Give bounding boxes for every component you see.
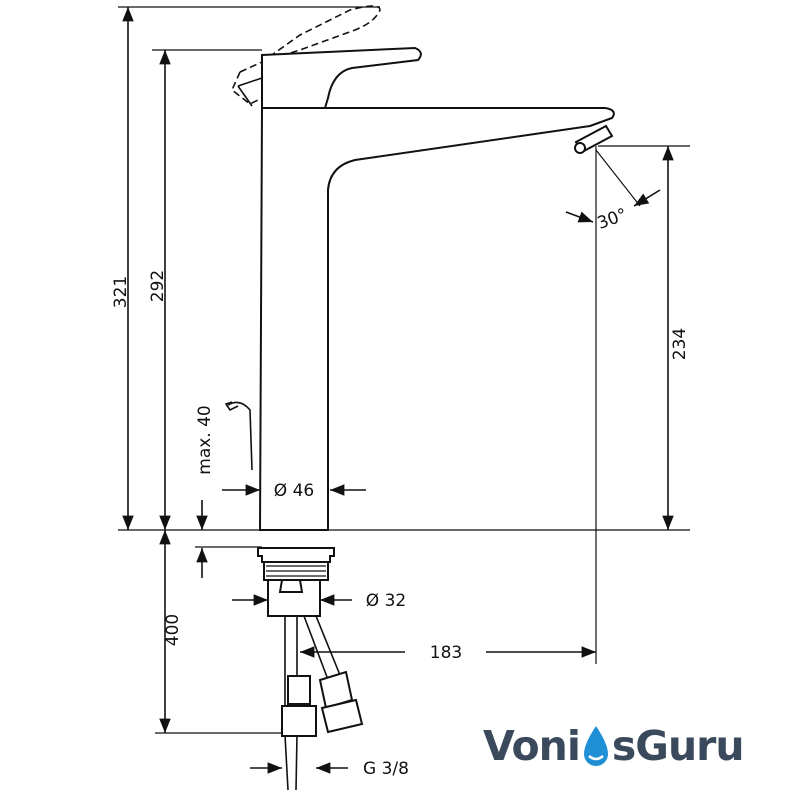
logo-text-part2: sGuru (611, 722, 745, 770)
dim-body-diameter: Ø 46 (274, 481, 314, 501)
dim-max-plate: max. 40 (195, 405, 215, 474)
dim-spout-angle: 30° (595, 205, 630, 234)
dim-reach: 183 (430, 643, 462, 663)
logo-text-part1: Voni (483, 722, 581, 770)
dim-mount-diameter: Ø 32 (366, 591, 406, 611)
dimension-arrows (122, 6, 674, 774)
dim-hose-length: 400 (163, 614, 183, 646)
dim-total-height: 321 (111, 276, 131, 308)
faucet-outline (224, 5, 615, 791)
dim-spout-height: 292 (148, 270, 168, 302)
water-drop-icon (580, 724, 612, 768)
dim-thread: G 3/8 (363, 759, 409, 779)
vonios-guru-logo: Voni sGuru (483, 722, 745, 782)
dim-outlet-height: 234 (670, 328, 690, 360)
